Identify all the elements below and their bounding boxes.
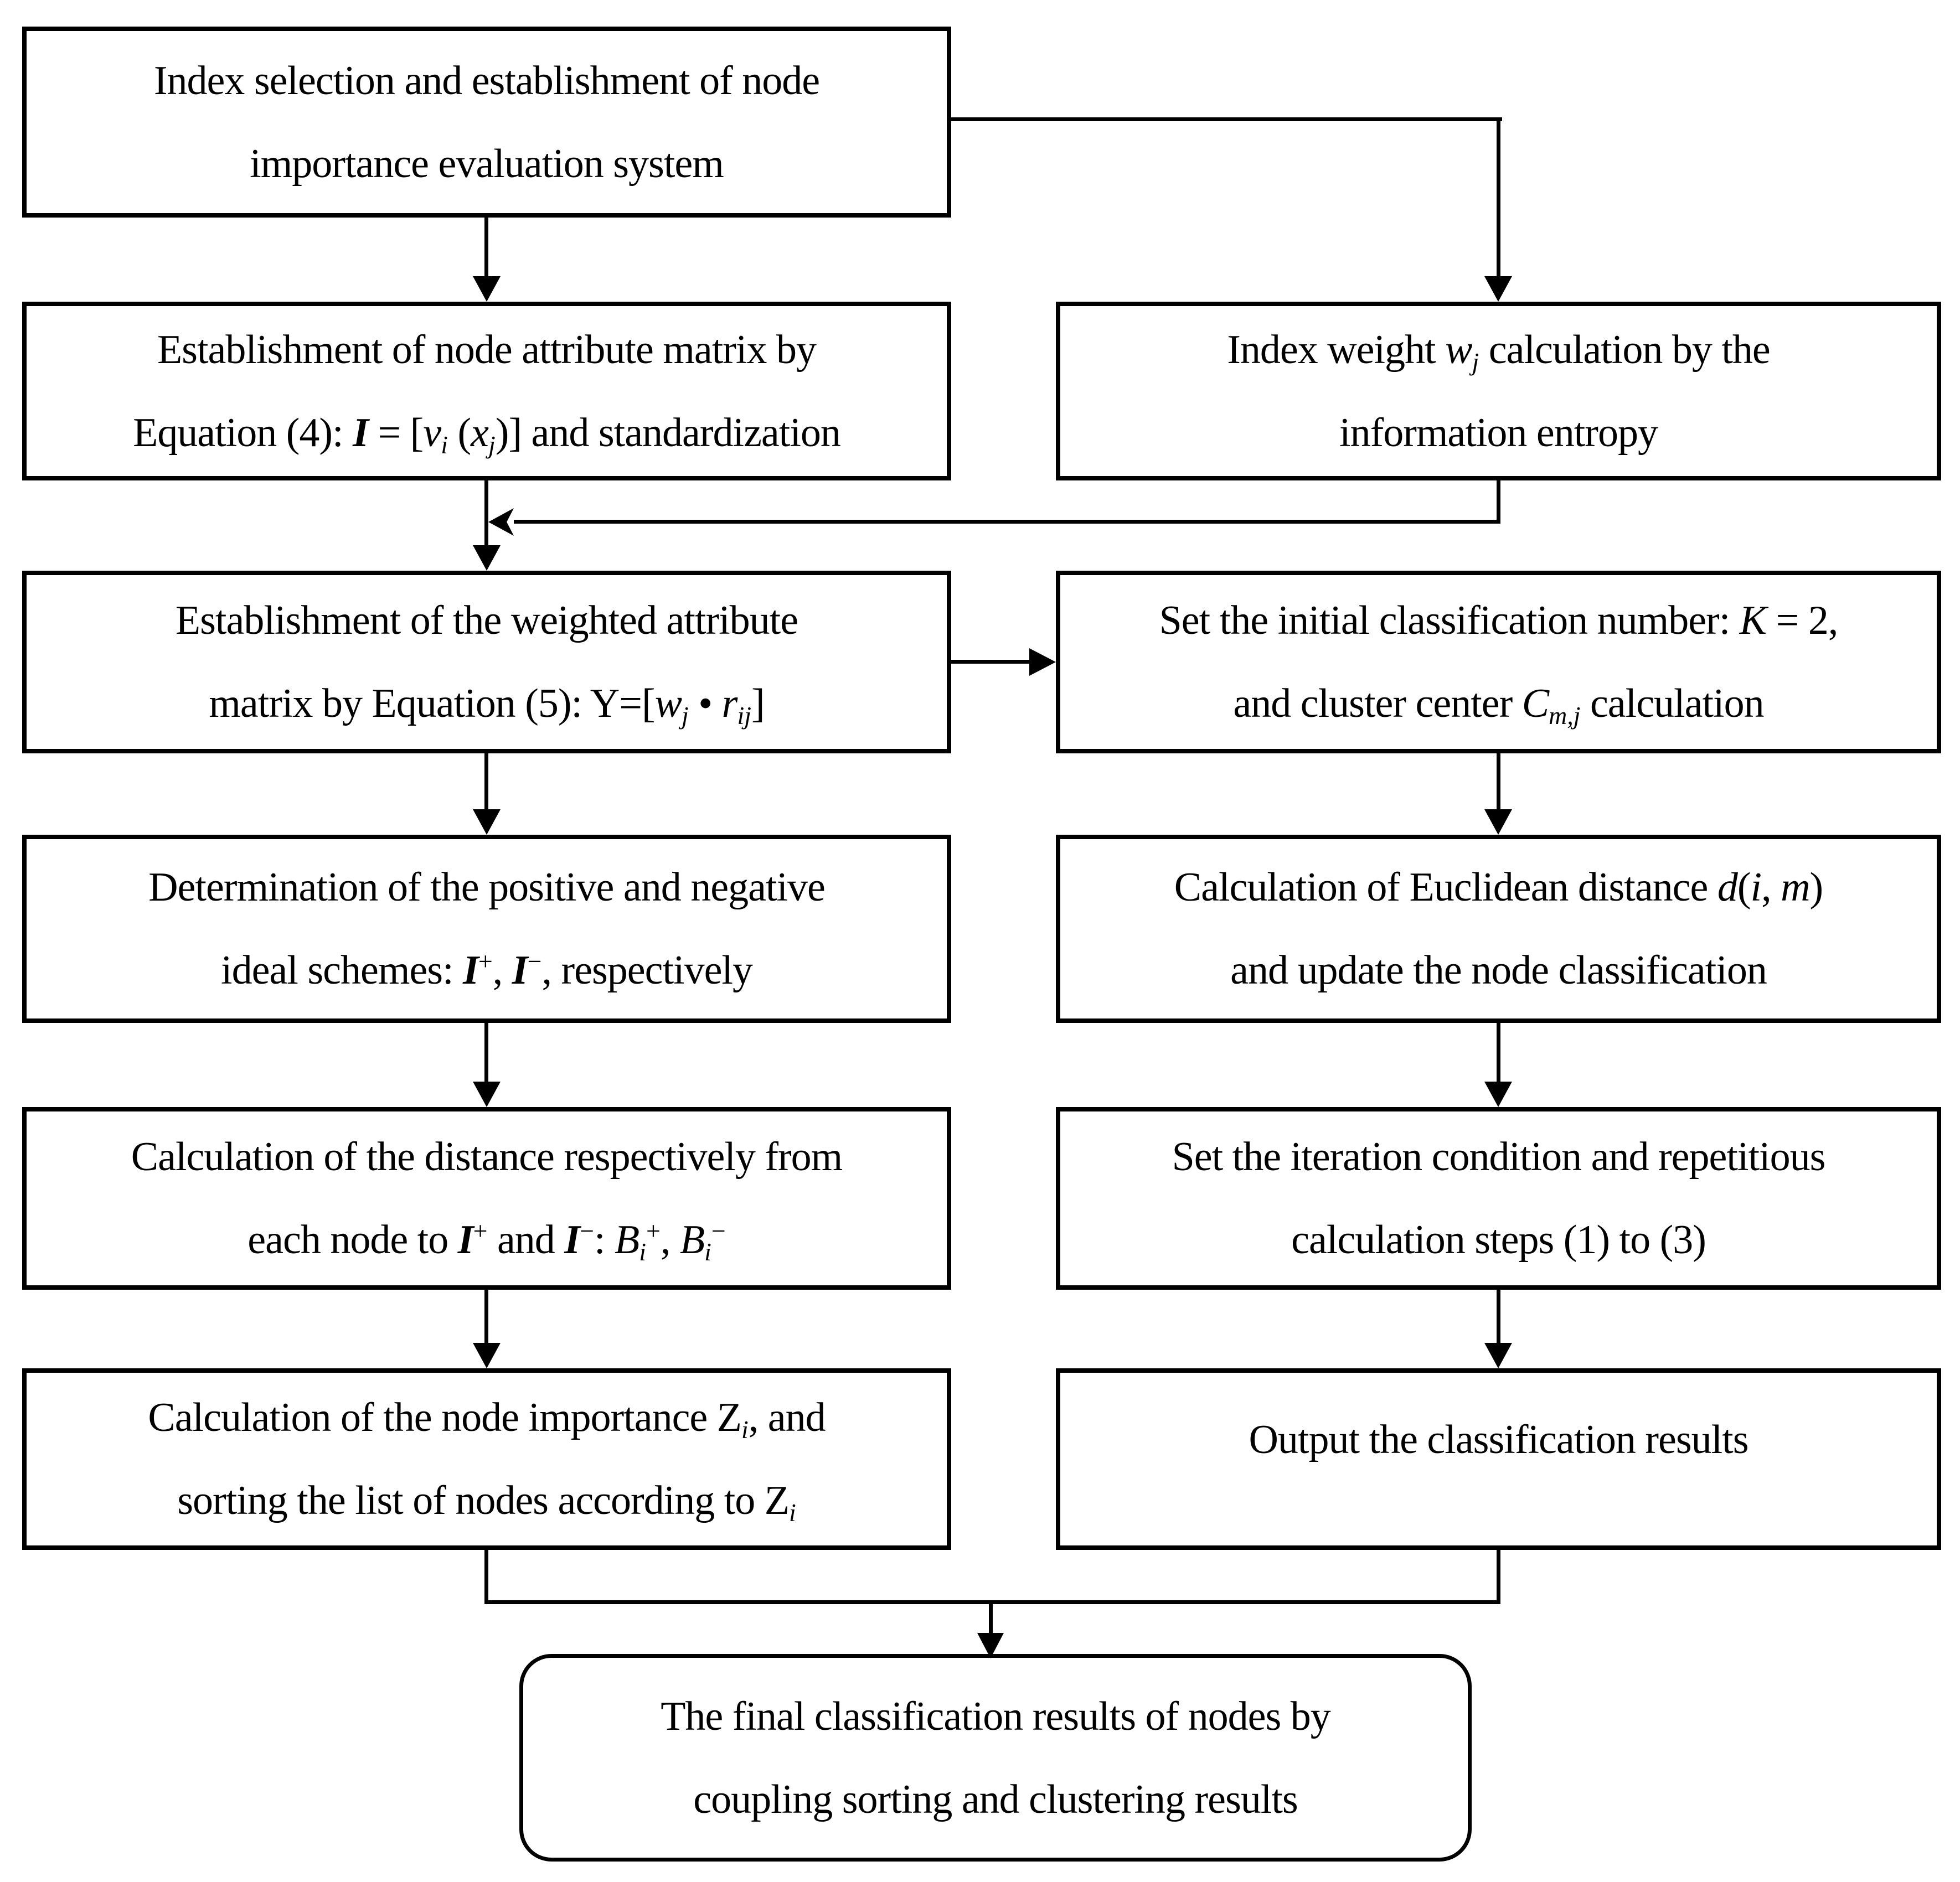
connector-merge-to-final bbox=[989, 1604, 993, 1633]
text-line: The final classification results of node… bbox=[661, 1693, 1331, 1739]
connector-index-weight-merge-h bbox=[514, 520, 1500, 524]
text-line: Output the classification results bbox=[1249, 1417, 1748, 1462]
arrowhead-down-icon bbox=[1484, 1343, 1512, 1368]
connector-initial-classification-to-euclidean bbox=[1497, 753, 1500, 809]
node-euclidean-distance: Calculation of Euclidean distance d(i, m… bbox=[1056, 835, 1941, 1023]
arrowhead-down-icon bbox=[1484, 276, 1512, 302]
node-initial-classification: Set the initial classification number: K… bbox=[1056, 571, 1941, 753]
arrowhead-down-icon bbox=[473, 276, 501, 302]
connector-weighted-matrix-to-ideal-schemes bbox=[484, 753, 488, 809]
text-line: Calculation of the distance respectively… bbox=[131, 1134, 843, 1180]
text-line: Index weight wj calculation by the bbox=[1227, 327, 1771, 376]
text-line: importance evaluation system bbox=[250, 141, 724, 187]
text-line: and update the node classification bbox=[1230, 948, 1767, 993]
node-weighted-matrix: Establishment of the weighted attribute … bbox=[22, 571, 951, 753]
connector-output-merge-v bbox=[1497, 1550, 1500, 1602]
text-line: calculation steps (1) to (3) bbox=[1291, 1217, 1706, 1263]
node-ideal-schemes: Determination of the positive and negati… bbox=[22, 835, 951, 1023]
arrowhead-right-icon bbox=[1029, 648, 1056, 676]
text-line: Set the iteration condition and repetiti… bbox=[1172, 1134, 1826, 1180]
node-output-results: Output the classification results bbox=[1056, 1368, 1941, 1550]
text-line: Establishment of node attribute matrix b… bbox=[157, 327, 817, 373]
text-line: information entropy bbox=[1339, 410, 1658, 456]
node-attribute-matrix: Establishment of node attribute matrix b… bbox=[22, 302, 951, 480]
connector-weighted-matrix-to-initial-classification bbox=[951, 660, 1030, 664]
arrowhead-down-icon bbox=[473, 809, 501, 835]
connector-euclidean-to-iteration bbox=[1497, 1023, 1500, 1082]
arrowhead-down-icon bbox=[1484, 809, 1512, 835]
arrowhead-left-icon bbox=[488, 508, 514, 536]
arrowhead-down-icon bbox=[473, 1343, 501, 1368]
connector-index-selection-to-index-weight-h bbox=[951, 117, 1502, 121]
connector-index-selection-to-attribute-matrix bbox=[484, 218, 488, 276]
text-line: matrix by Equation (5): Y=[wj • rij] bbox=[209, 681, 765, 730]
text-line: each node to I+ and I−: Bi+, Bi− bbox=[247, 1216, 726, 1266]
text-line: coupling sorting and clustering results bbox=[693, 1776, 1298, 1822]
text-line: Calculation of the node importance Zi, a… bbox=[148, 1395, 826, 1444]
text-line: sorting the list of nodes according to Z… bbox=[177, 1478, 796, 1527]
text-line: ideal schemes: I+, I−, respectively bbox=[221, 947, 753, 993]
node-index-selection: Index selection and establishment of nod… bbox=[22, 27, 951, 218]
arrowhead-down-icon bbox=[473, 1082, 501, 1107]
connector-attribute-matrix-to-weighted-matrix bbox=[484, 480, 488, 545]
text-line: Establishment of the weighted attribute bbox=[175, 598, 798, 643]
text-line: Equation (4): I = [vi (xj)] and standard… bbox=[133, 410, 841, 459]
connector-node-importance-merge-v bbox=[484, 1550, 488, 1602]
text-line: and cluster center Cm,j calculation bbox=[1233, 681, 1764, 730]
text-line: Calculation of Euclidean distance d(i, m… bbox=[1174, 865, 1823, 910]
connector-index-weight-merge-v bbox=[1497, 480, 1500, 524]
node-final-results: The final classification results of node… bbox=[519, 1654, 1472, 1862]
node-iteration-condition: Set the iteration condition and repetiti… bbox=[1056, 1107, 1941, 1290]
connector-iteration-to-output bbox=[1497, 1290, 1500, 1343]
node-index-weight: Index weight wj calculation by the infor… bbox=[1056, 302, 1941, 480]
connector-index-selection-to-index-weight-v bbox=[1497, 117, 1500, 276]
arrowhead-down-icon bbox=[1484, 1082, 1512, 1107]
text-line: Index selection and establishment of nod… bbox=[153, 58, 820, 104]
connector-ideal-schemes-to-distance-calculation bbox=[484, 1023, 488, 1082]
node-node-importance: Calculation of the node importance Zi, a… bbox=[22, 1368, 951, 1550]
connector-distance-calculation-to-node-importance bbox=[484, 1290, 488, 1343]
node-distance-calculation: Calculation of the distance respectively… bbox=[22, 1107, 951, 1290]
text-line: Set the initial classification number: K… bbox=[1159, 598, 1839, 643]
arrowhead-down-icon bbox=[473, 545, 501, 571]
text-line: Determination of the positive and negati… bbox=[148, 865, 826, 910]
connector-bottom-merge-h bbox=[484, 1600, 1500, 1604]
